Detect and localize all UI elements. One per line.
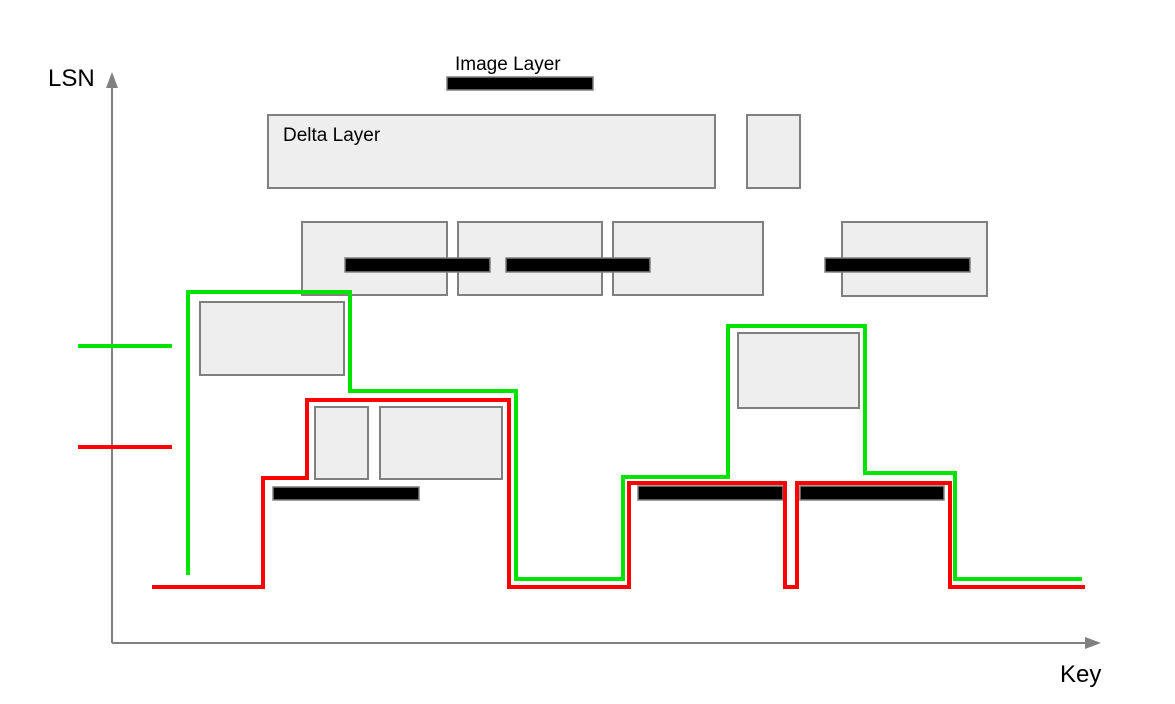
key-axis-arrow-icon (1085, 637, 1101, 649)
red-lsn-boundary-line (152, 398, 1085, 589)
delta-layer-wide-rect (267, 114, 716, 189)
lsn-axis-label: LSN (48, 65, 95, 92)
delta-layer-label: Delta Layer (283, 125, 381, 146)
lsn-axis-arrow-icon (106, 72, 118, 88)
image-layer-row2-bar-3 (824, 257, 971, 273)
image-layer-top-bar (446, 76, 594, 91)
delta-layer-small-rect-1 (314, 406, 369, 480)
image-layer-bottom-bar-1 (272, 486, 420, 501)
delta-layer-mid-left-rect (199, 301, 345, 376)
green-lsn-boundary-line (186, 290, 1082, 581)
delta-layer-mid-right-rect (737, 332, 860, 409)
image-layer-label: Image Layer (455, 54, 561, 75)
delta-layer-small-rect-2 (379, 406, 503, 480)
image-layer-bottom-bar-2 (637, 485, 784, 501)
image-layer-row2-bar-1 (344, 257, 491, 273)
delta-layer-top-right-rect (746, 114, 801, 189)
image-layer-row2-bar-2 (505, 257, 651, 273)
key-axis-label: Key (1060, 661, 1101, 688)
image-layer-bottom-bar-3 (799, 485, 945, 501)
shapes-layer (78, 72, 1101, 649)
